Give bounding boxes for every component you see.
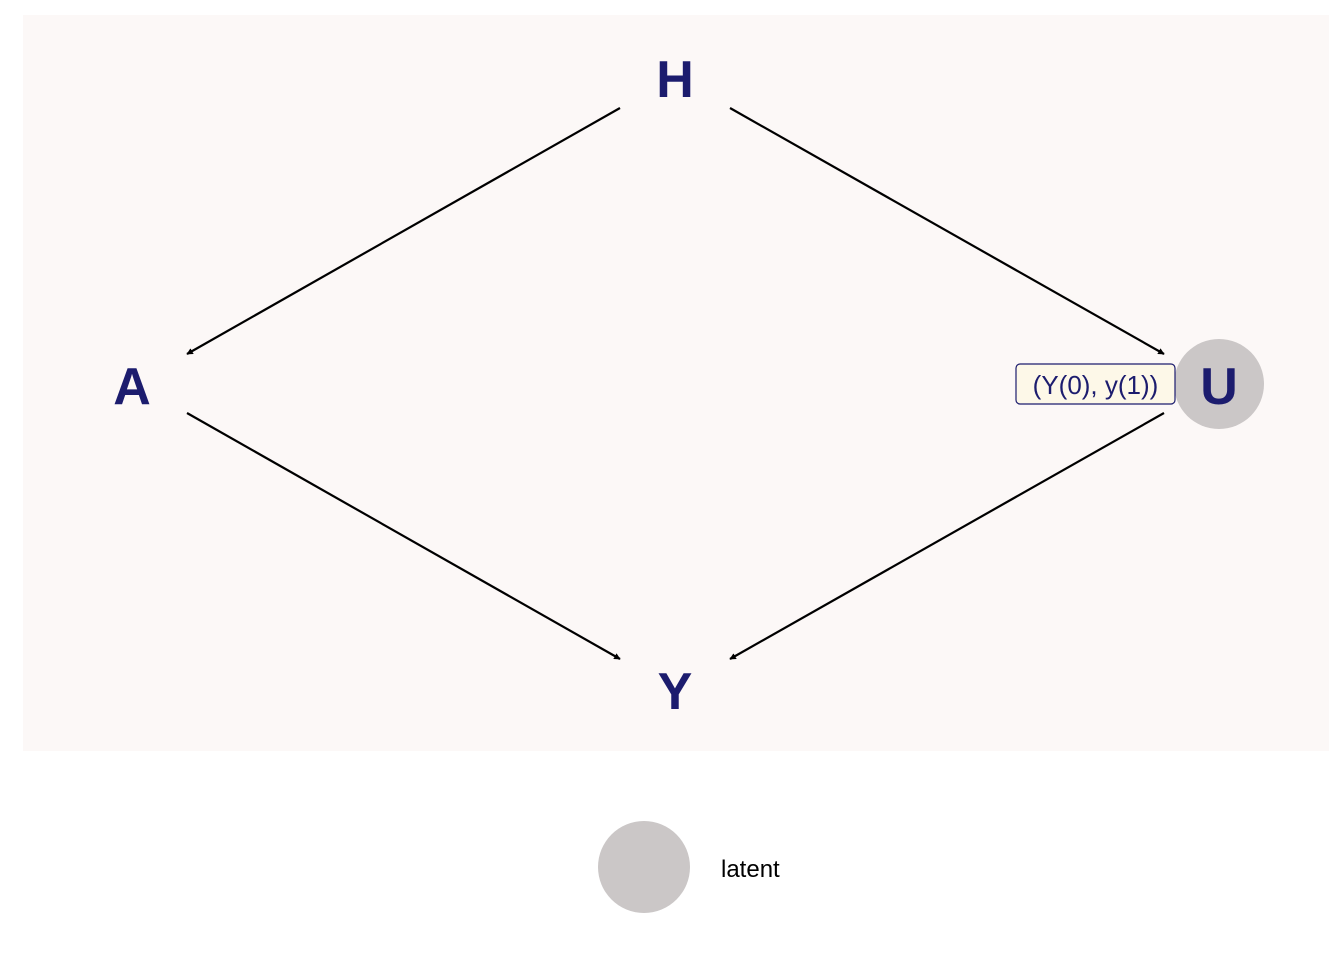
- legend-latent-symbol: [598, 821, 690, 913]
- edge-u-to-y: [729, 412, 1165, 660]
- node-h: H: [656, 51, 694, 109]
- legend: latent: [598, 821, 780, 913]
- node-y: Y: [658, 663, 693, 721]
- edge-h-to-a: [186, 107, 621, 355]
- edge-h-to-u: [729, 107, 1165, 355]
- edges: [186, 107, 1165, 660]
- node-a: A: [113, 358, 151, 416]
- node-annotation-label: (Y(0), y(1)): [1033, 370, 1159, 400]
- nodes: H A U Y: [113, 51, 1238, 721]
- legend-latent-label: latent: [721, 856, 780, 883]
- node-u: U: [1200, 358, 1238, 416]
- node-annotation-box: [1015, 363, 1176, 405]
- latent-node-marker: [1174, 339, 1264, 429]
- edge-a-to-y: [186, 412, 621, 660]
- node-annotation: (Y(0), y(1)): [1015, 363, 1176, 405]
